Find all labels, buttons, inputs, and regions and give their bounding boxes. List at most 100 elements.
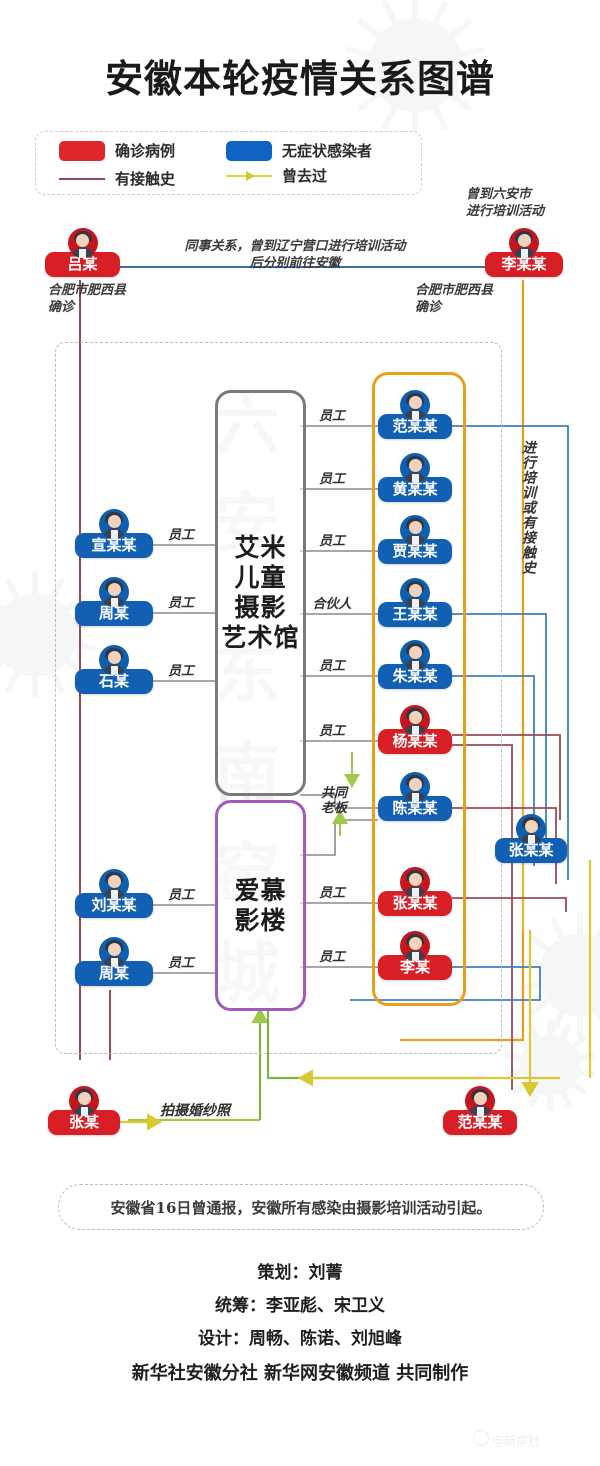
credits: 策划：刘菁 统筹：李亚彪、宋卫义 设计：周畅、陈诺、刘旭峰 新华社安徽分社 新华…	[0, 1258, 600, 1385]
relation-label: 员工	[167, 664, 194, 679]
node-pill[interactable]: 杨某某	[378, 729, 452, 754]
legend-label-contact: 有接触史	[115, 170, 176, 188]
relation-label: 员工	[318, 534, 345, 549]
node-shi-mou[interactable]: 石某	[75, 645, 153, 694]
avatar	[99, 509, 129, 539]
outer-dashed-region	[55, 342, 502, 1054]
legend-item-contact: 有接触史	[59, 168, 175, 189]
avatar	[99, 645, 129, 675]
legend-label-asymptomatic: 无症状感染者	[282, 142, 373, 160]
avatar	[99, 869, 129, 899]
avatar	[400, 390, 430, 420]
page-title: 安徽本轮疫情关系图谱	[104, 56, 495, 101]
relation-label: 员工	[167, 596, 194, 611]
note-box: 安徽省16日曾通报，安徽所有感染由摄影培训活动引起。	[58, 1184, 544, 1230]
relation-label: 员工	[318, 472, 345, 487]
visited-arrow-icon	[226, 170, 272, 181]
edge-aimu-chen	[300, 819, 378, 856]
node-zhou-mou-2[interactable]: 周某	[75, 937, 153, 986]
edge-label-training-contact: 进行培训或有接触史	[520, 440, 536, 575]
relation-label: 员工	[318, 659, 345, 674]
credit-producer: 新华社安徽分社 新华网安徽频道 共同制作	[131, 1363, 469, 1384]
node-liu-moumou[interactable]: 刘某某	[75, 869, 153, 918]
avatar	[400, 705, 430, 735]
avatar	[400, 772, 430, 802]
node-pill[interactable]: 周某	[75, 601, 153, 626]
relation-label: 共同 老板	[320, 786, 347, 816]
edge-label-colleagues: 同事关系，曾到辽宁营口进行培训活动 后分别前往安徽	[184, 239, 406, 271]
edge-zhangmm-out	[452, 897, 567, 912]
node-pill[interactable]: 张某某	[495, 838, 567, 863]
edge-yang-out2	[452, 744, 513, 1090]
node-zhang-moumou-side[interactable]: 张某某	[495, 814, 567, 863]
node-pill[interactable]: 宣某某	[75, 533, 153, 558]
node-caption-li: 合肥市肥西县 确诊	[415, 283, 494, 315]
asymptomatic-swatch	[226, 140, 272, 161]
edge-li-cluster	[400, 280, 525, 1042]
node-pill[interactable]: 王某某	[378, 602, 452, 627]
org-label-aimu: 爱慕 影楼	[234, 875, 287, 935]
node-chen-moumou[interactable]: 陈某某	[378, 772, 452, 821]
legend-label-visited: 曾去过	[282, 167, 328, 185]
node-li-mou[interactable]: 李某	[378, 931, 452, 980]
node-li-moumou[interactable]: 李某某	[485, 228, 563, 277]
avatar	[69, 1086, 99, 1116]
contact-line-icon	[59, 177, 105, 180]
edge-label-wedding-photo: 拍摄婚纱照	[160, 1103, 230, 1119]
avatar	[400, 640, 430, 670]
node-pill[interactable]: 吕某	[45, 252, 120, 277]
node-wang-moumou[interactable]: 王某某	[378, 578, 452, 627]
weibo-watermark: @新华社	[492, 1434, 541, 1448]
legend-item-visited: 曾去过	[226, 165, 327, 186]
node-pill[interactable]: 石某	[75, 669, 153, 694]
legend-item-asymptomatic: 无症状感染者	[226, 140, 372, 161]
avatar	[509, 228, 539, 258]
node-pill[interactable]: 黄某某	[378, 477, 452, 502]
avatar	[99, 577, 129, 607]
avatar	[465, 1086, 495, 1116]
edge-label-liuan-training: 曾到六安市 进行培训活动	[466, 187, 545, 219]
node-xuan-moumou[interactable]: 宣某某	[75, 509, 153, 558]
avatar	[400, 867, 430, 897]
edge-amy-chen	[300, 794, 378, 809]
edge-li-out	[350, 966, 541, 1001]
node-zhu-moumou[interactable]: 朱某某	[378, 640, 452, 689]
node-pill[interactable]: 贾某某	[378, 539, 452, 564]
edge-fan-out	[452, 425, 569, 880]
node-fan-moumou[interactable]: 范某某	[378, 390, 452, 439]
node-yang-moumou[interactable]: 杨某某	[378, 705, 452, 754]
weibo-logo-icon	[473, 1430, 489, 1446]
training-cluster-box	[372, 372, 466, 1006]
avatar	[400, 515, 430, 545]
avatar	[400, 931, 430, 961]
credit-design: 设计：周畅、陈诺、刘旭峰	[198, 1329, 402, 1349]
node-lv-mou[interactable]: 吕某	[45, 228, 120, 277]
edge-zhu-out	[452, 675, 535, 866]
legend-item-confirmed: 确诊病例	[59, 140, 175, 161]
virus-motif-icon	[330, 0, 500, 150]
node-zhang-moumou[interactable]: 张某某	[378, 867, 452, 916]
node-pill[interactable]: 朱某某	[378, 664, 452, 689]
credit-coordination: 统筹：李亚彪、宋卫义	[215, 1296, 385, 1316]
node-jia-moumou[interactable]: 贾某某	[378, 515, 452, 564]
relation-label: 员工	[318, 950, 345, 965]
relation-label: 员工	[318, 724, 345, 739]
edge-yang-out1	[452, 734, 561, 820]
node-huang-moumou[interactable]: 黄某某	[378, 453, 452, 502]
node-zhou-mou-1[interactable]: 周某	[75, 577, 153, 626]
avatar	[400, 453, 430, 483]
virus-motif-icon	[0, 560, 110, 710]
relation-label: 员工	[318, 409, 345, 424]
node-zhang-mou-bottom[interactable]: 张某	[48, 1086, 120, 1135]
relation-label: 员工	[167, 528, 194, 543]
relation-label: 员工	[318, 886, 345, 901]
legend-label-confirmed: 确诊病例	[115, 142, 176, 160]
avatar	[400, 578, 430, 608]
node-fan-moumou-bottom[interactable]: 范某某	[443, 1086, 517, 1135]
confirmed-swatch	[59, 140, 105, 161]
org-box-aimu: 爱慕 影楼	[215, 800, 306, 1011]
node-caption-lv: 合肥市肥西县 确诊	[48, 283, 127, 315]
avatar	[67, 228, 98, 258]
